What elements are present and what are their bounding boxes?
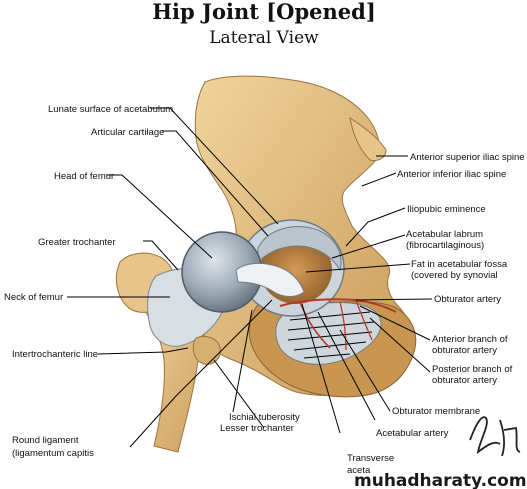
label-obturator-membrane: Obturator membrane xyxy=(392,406,480,417)
label-labrum: Acetabular labrum xyxy=(406,229,483,240)
label-lesser-trochanter: Lesser trochanter xyxy=(220,423,294,434)
leader-lines xyxy=(67,107,433,448)
label-obturator-artery: Obturator artery xyxy=(434,294,501,305)
diagram-subtitle: Lateral View xyxy=(209,28,319,48)
label-post-branch-2: obturator artery xyxy=(432,375,497,386)
obturator-artery-branches xyxy=(339,299,373,351)
label-asis: Anterior superior iliac spine xyxy=(410,152,525,163)
label-ant-branch: Anterior branch of xyxy=(432,334,508,345)
label-lunate-surface: Lunate surface of acetabulum xyxy=(48,104,173,115)
label-transverse: Transverse xyxy=(347,453,394,464)
label-labrum-2: (fibrocartilaginous) xyxy=(406,240,484,251)
label-round-ligament: Round ligament xyxy=(12,435,79,446)
watermark-site: muhadharaty.com xyxy=(354,471,527,489)
label-iliopubic: Iliopubic eminence xyxy=(407,204,486,215)
lunate-surface xyxy=(257,226,342,272)
label-acetabular-artery: Acetabular artery xyxy=(376,428,449,439)
label-head-of-femur: Head of femur xyxy=(54,171,114,182)
label-ant-branch-2: obturator artery xyxy=(432,345,497,356)
label-fat: Fat in acetabular fossa xyxy=(411,259,508,270)
label-transverse-2: aceta xyxy=(347,465,371,476)
lesser-trochanter-bone xyxy=(192,335,221,365)
label-fat-2: (covered by synovial xyxy=(411,270,498,281)
label-aiis: Anterior inferior iliac spine xyxy=(397,169,506,180)
label-intertrochanteric-line: Intertrochanteric line xyxy=(12,349,98,360)
label-ischial-tuberosity: Ischial tuberosity xyxy=(229,412,300,423)
label-post-branch: Posterior branch of xyxy=(432,364,513,375)
diagram-title: Hip Joint [Opened] xyxy=(152,0,376,24)
label-neck-of-femur: Neck of femur xyxy=(4,292,63,303)
label-articular-cartilage: Articular cartilage xyxy=(91,127,164,138)
label-round-ligament-2: (ligamentum capitis xyxy=(12,448,94,459)
signature-logo xyxy=(469,416,521,457)
obturator-membrane-fibers xyxy=(287,311,375,359)
asis-bone xyxy=(349,116,387,161)
acetabular-artery-vessel xyxy=(299,301,331,349)
round-ligament xyxy=(235,262,305,297)
obturator-artery-vessel xyxy=(279,298,397,313)
label-greater-trochanter: Greater trochanter xyxy=(38,237,116,248)
